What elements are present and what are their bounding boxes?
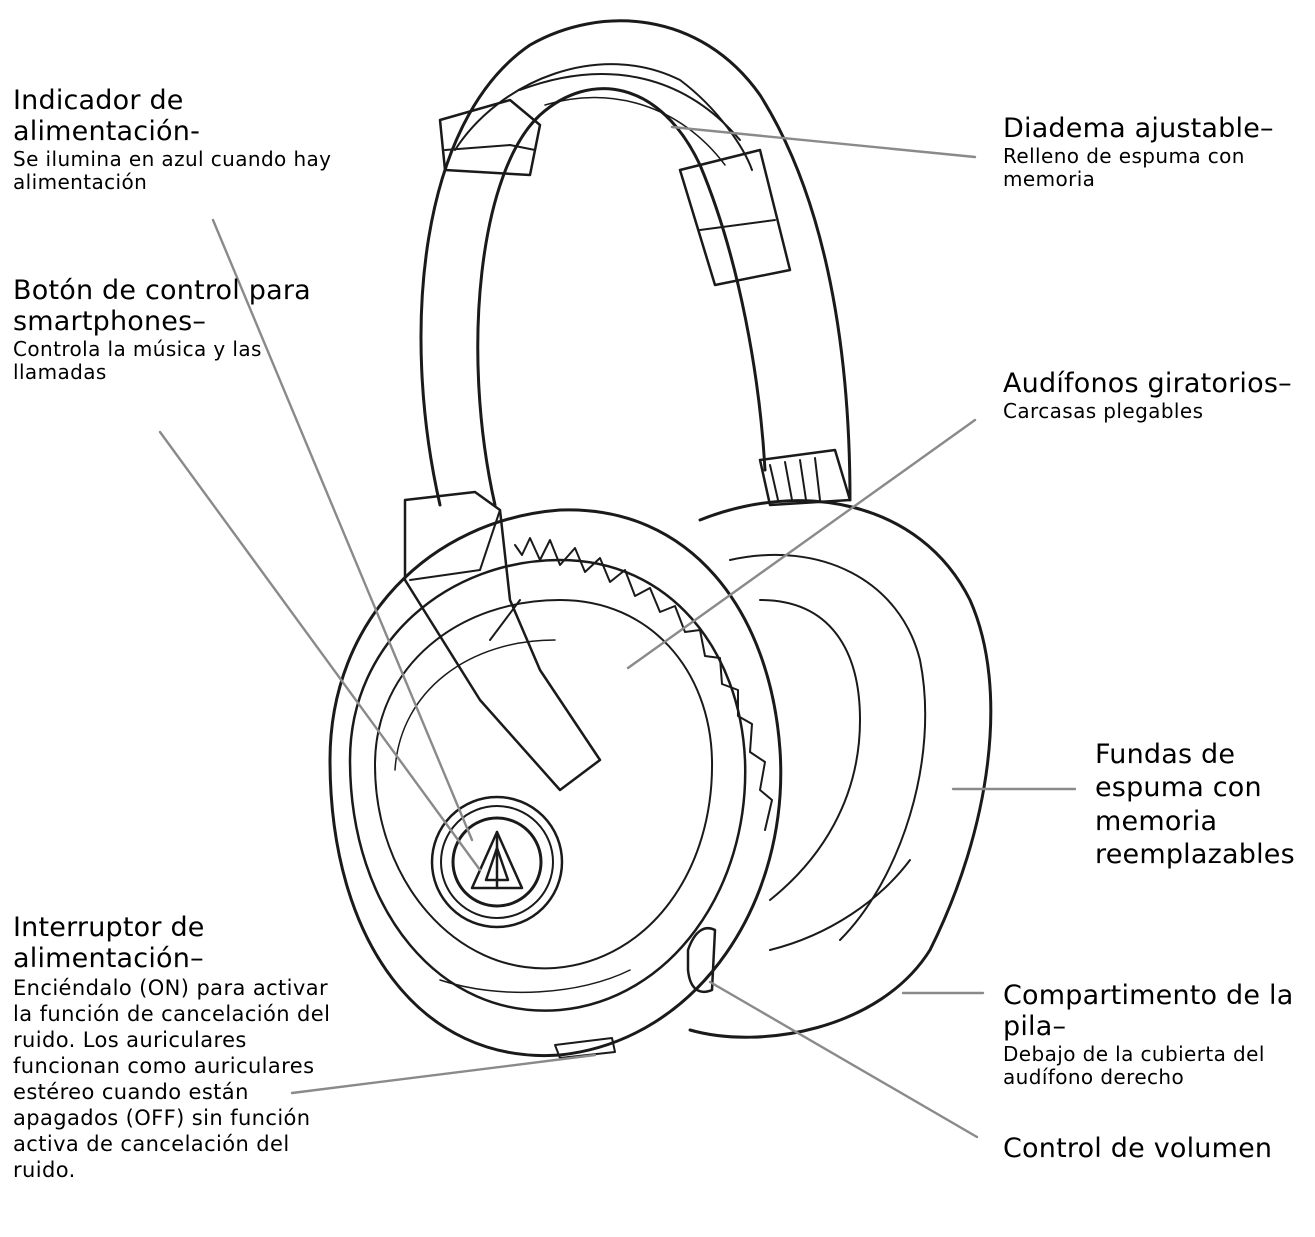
callout-power-switch-title: Interruptor de alimentación–	[13, 912, 205, 975]
volume-control-shape	[686, 926, 717, 994]
callout-battery-compartment: Compartimento de la pila– Debajo de la c…	[1003, 980, 1313, 1089]
callout-volume-control: Control de volumen	[1003, 1133, 1303, 1164]
left-earcup-shell	[348, 558, 747, 1012]
power-switch-shape	[554, 1037, 616, 1059]
callout-swivel-earcups-desc: Carcasas plegables	[1003, 399, 1204, 424]
leader-volumen	[708, 980, 979, 1139]
headband-outer	[419, 19, 852, 507]
left-earcup-cushion	[328, 508, 783, 1058]
callout-earpads-title: Fundas de espuma con memoria reemplazabl…	[1095, 739, 1295, 871]
left-earcup-ridge	[514, 537, 773, 831]
leader-diadema	[670, 125, 977, 159]
leader-interruptor	[290, 1053, 597, 1095]
callout-power-indicator-desc: Se ilumina en azul cuando hay alimentaci…	[13, 147, 332, 195]
callout-battery-compartment-title: Compartimento de la pila–	[1003, 980, 1294, 1043]
callout-volume-control-title: Control de volumen	[1003, 1133, 1273, 1164]
logo-badge	[430, 795, 564, 929]
callout-power-indicator: Indicador de alimentación- Se ilumina en…	[13, 85, 353, 194]
callout-power-switch: Interruptor de alimentación– Enciéndalo …	[13, 912, 343, 1183]
right-earcup	[688, 499, 993, 1039]
callout-battery-compartment-desc: Debajo de la cubierta del audífono derec…	[1003, 1042, 1265, 1090]
callout-power-switch-desc: Enciéndalo (ON) para activar la función …	[13, 976, 331, 1183]
callout-smartphone-button-title: Botón de control para smartphones–	[13, 275, 311, 338]
callout-headband: Diadema ajustable– Relleno de espuma con…	[1003, 113, 1308, 191]
callout-headband-title: Diadema ajustable–	[1003, 113, 1274, 144]
callout-smartphone-button: Botón de control para smartphones– Contr…	[13, 275, 333, 384]
callout-headband-desc: Relleno de espuma con memoria	[1003, 144, 1245, 192]
callout-smartphone-button-desc: Controla la música y las llamadas	[13, 337, 262, 385]
leader-boton	[158, 430, 482, 872]
right-slider	[678, 148, 792, 287]
callout-swivel-earcups-title: Audífonos giratorios–	[1003, 368, 1292, 399]
leader-audifonos	[626, 418, 977, 670]
callout-earpads: Fundas de espuma con memoria reemplazabl…	[1095, 738, 1310, 872]
headband-inner	[476, 87, 767, 507]
leader-indicador	[211, 218, 474, 842]
callout-swivel-earcups: Audífonos giratorios– Carcasas plegables	[1003, 368, 1313, 423]
callout-power-indicator-title: Indicador de alimentación-	[13, 85, 201, 148]
headband-padding	[454, 63, 753, 171]
